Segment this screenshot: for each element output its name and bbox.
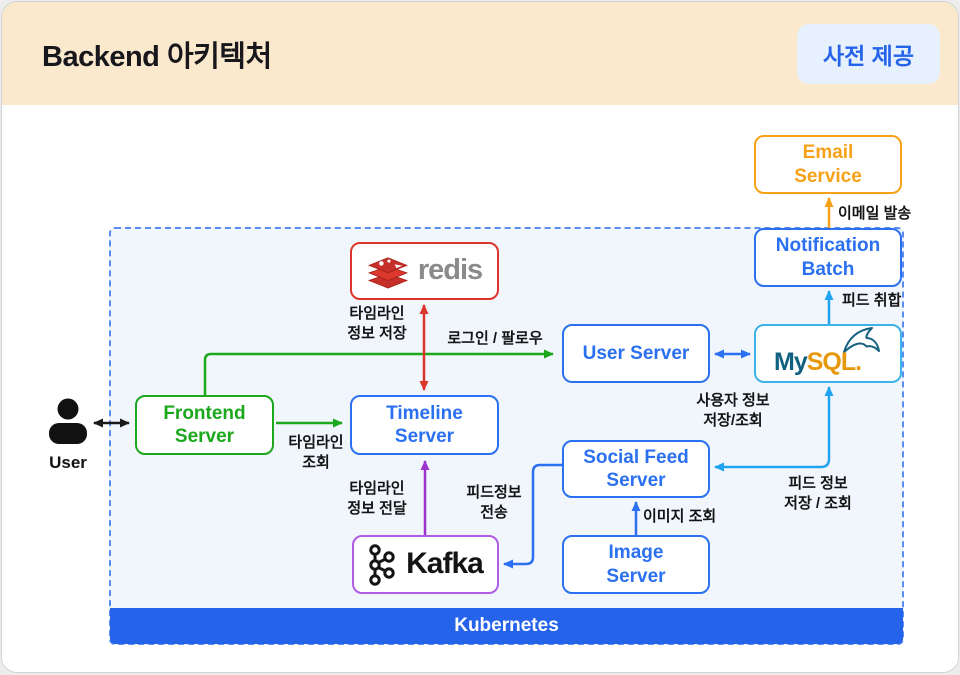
edge-label-email-send: 이메일 발송 bbox=[838, 205, 912, 222]
edge-label-feed-send: 피드정보 전송 bbox=[466, 484, 522, 521]
email-service-label: Email Service bbox=[794, 142, 862, 187]
edge-label-feed-rw: 피드 정보 저장 / 조회 bbox=[784, 475, 852, 512]
diagram-area: Kubernetes bbox=[2, 105, 958, 672]
redis-icon bbox=[367, 257, 408, 289]
kafka-icon bbox=[369, 543, 395, 586]
kubernetes-bar: Kubernetes bbox=[110, 608, 903, 644]
node-notification-batch: Notification Batch bbox=[754, 228, 902, 287]
mysql-label-my: My bbox=[774, 348, 808, 376]
node-kafka: Kafka bbox=[352, 535, 499, 594]
redis-label: redis bbox=[417, 254, 483, 287]
social-feed-server-label: Social Feed Server bbox=[583, 446, 689, 491]
notification-batch-label: Notification Batch bbox=[775, 235, 881, 280]
timeline-server-label: Timeline Server bbox=[386, 402, 463, 447]
provided-badge: 사전 제공 bbox=[796, 23, 940, 84]
mysql-dolphin-icon bbox=[843, 326, 880, 353]
node-timeline-server: Timeline Server bbox=[350, 395, 499, 455]
user-icon bbox=[49, 398, 87, 444]
edge-label-image-read: 이미지 조회 bbox=[643, 508, 717, 525]
node-mysql: MySQL. bbox=[754, 324, 902, 383]
user-server-label: User Server bbox=[582, 342, 690, 364]
node-email-service: Email Service bbox=[754, 135, 902, 194]
page-title: Backend 아키텍처 bbox=[42, 40, 272, 73]
edge-label-login-follow: 로그인 / 팔로우 bbox=[447, 330, 543, 347]
edge-label-timeline-deliver: 타임라인 정보 전달 bbox=[347, 480, 407, 517]
node-frontend-server: Frontend Server bbox=[135, 395, 274, 455]
kubernetes-label: Kubernetes bbox=[454, 615, 559, 636]
image-server-label: Image Server bbox=[606, 542, 666, 587]
node-social-feed-server: Social Feed Server bbox=[562, 440, 710, 498]
edge-label-timeline-read: 타임라인 조회 bbox=[288, 434, 344, 471]
user-actor: User bbox=[42, 398, 94, 473]
header: Backend 아키텍처 사전 제공 bbox=[2, 2, 958, 105]
user-label: User bbox=[49, 453, 87, 472]
edge-label-feed-aggregate: 피드 취합 bbox=[842, 292, 902, 309]
edge-label-user-info-rw: 사용자 정보 저장/조회 bbox=[696, 392, 770, 429]
frontend-server-label: Frontend Server bbox=[163, 402, 246, 447]
mysql-label-sql: SQL. bbox=[806, 348, 862, 376]
node-user-server: User Server bbox=[562, 324, 710, 383]
node-redis: redis bbox=[350, 242, 499, 300]
kafka-label: Kafka bbox=[406, 547, 484, 581]
edge-label-timeline-store: 타임라인 정보 저장 bbox=[347, 305, 407, 342]
node-image-server: Image Server bbox=[562, 535, 710, 594]
